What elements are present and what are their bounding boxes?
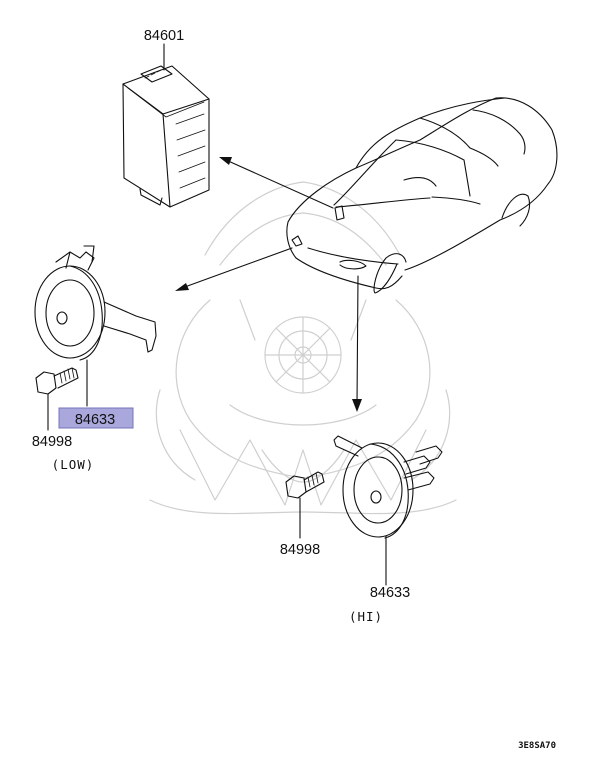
part-number-bolt-hi[interactable]: 84998 <box>280 542 320 558</box>
highlight-box-horn-low <box>58 407 134 429</box>
control-unit-illustration <box>122 65 210 208</box>
leader-lines <box>47 43 387 586</box>
watermark-emblem <box>149 181 457 515</box>
diagram-code: 3E8SA70 <box>518 741 556 751</box>
part-number-control-unit[interactable]: 84601 <box>144 28 184 44</box>
part-number-horn-hi[interactable]: 84633 <box>370 585 410 601</box>
variant-label-hi: (HI) <box>349 609 383 624</box>
indicator-arrows <box>175 157 362 412</box>
part-number-bolt-low[interactable]: 84998 <box>32 434 72 450</box>
horn-low-illustration <box>34 245 157 361</box>
part-number-horn-low[interactable]: 84633 <box>75 412 115 428</box>
car-illustration <box>286 97 558 294</box>
variant-label-low: (LOW) <box>52 457 95 472</box>
bolt-low-illustration <box>35 367 79 395</box>
bolt-hi-illustration <box>285 471 325 499</box>
horn-hi-illustration <box>333 435 443 539</box>
